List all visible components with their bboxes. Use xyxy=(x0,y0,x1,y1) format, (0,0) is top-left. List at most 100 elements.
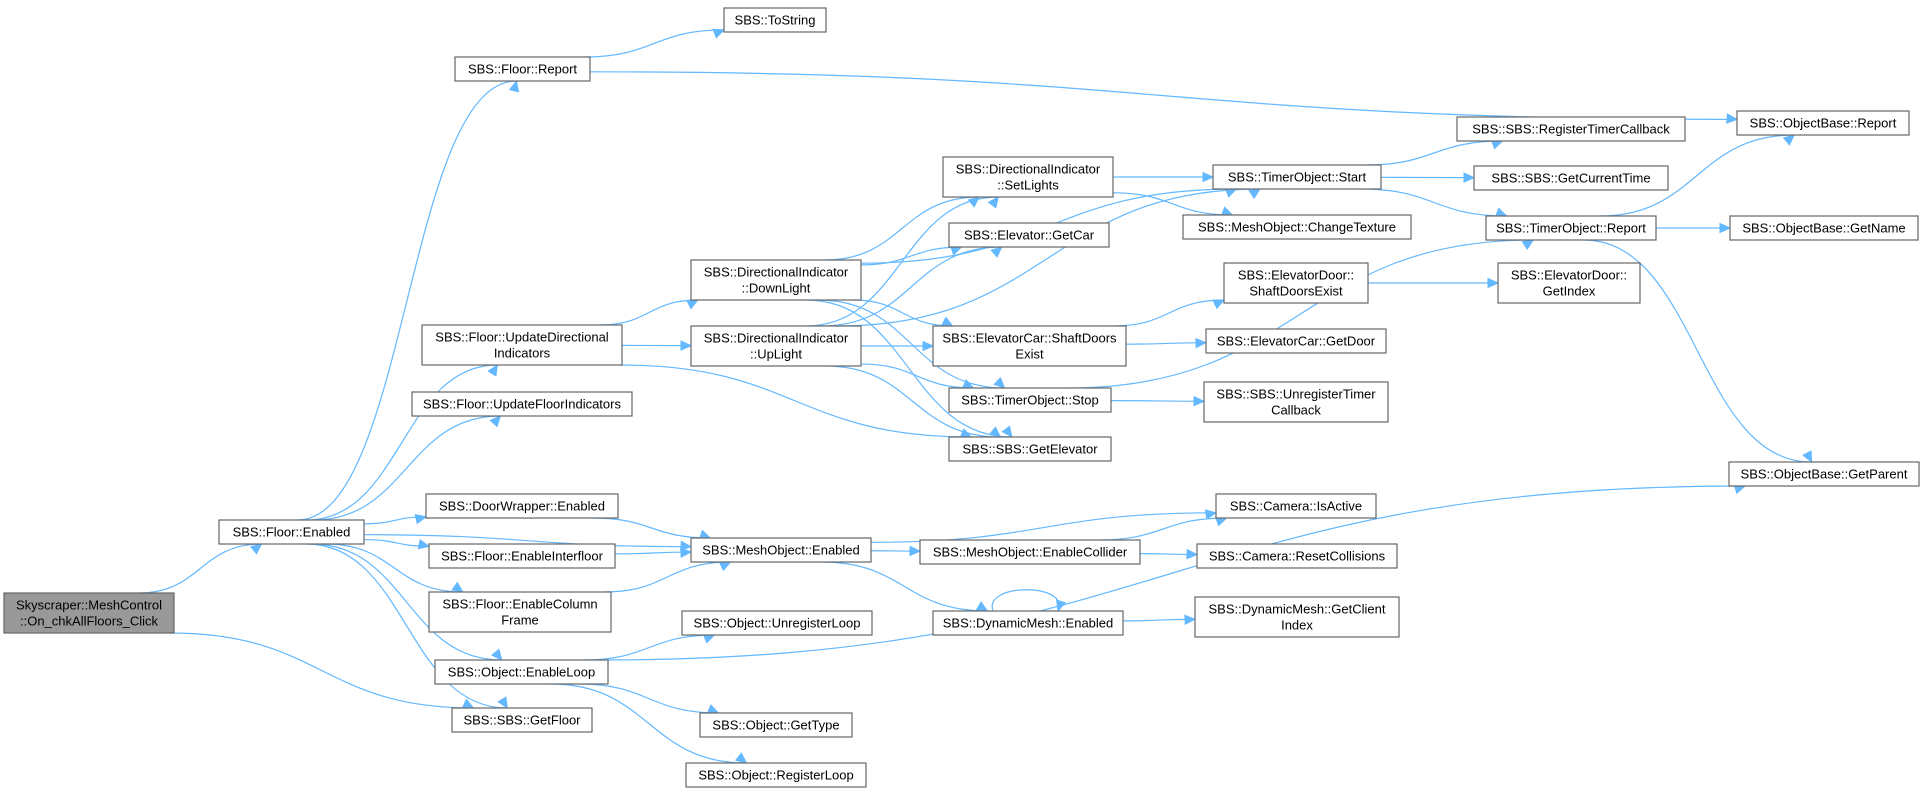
function-node-enable-collider[interactable]: SBS::MeshObject::EnableCollider xyxy=(919,539,1141,565)
function-node-ob-getparent[interactable]: SBS::ObjectBase::GetParent xyxy=(1728,461,1920,487)
call-edge-timer_stop-to-unregister_timer xyxy=(1110,395,1206,407)
node-box xyxy=(218,519,365,545)
function-node-change-texture[interactable]: SBS::MeshObject::ChangeTexture xyxy=(1182,214,1412,240)
function-node-floor-enabled[interactable]: SBS::Floor::Enabled xyxy=(218,519,365,545)
edge-arrowhead xyxy=(508,79,520,93)
call-edge-enable_loop-to-gettype xyxy=(579,683,720,714)
node-box xyxy=(1223,262,1369,304)
node-box xyxy=(723,7,827,33)
edge-arrowhead xyxy=(497,696,508,710)
function-node-tostring[interactable]: SBS::ToString xyxy=(723,7,827,33)
function-node-isactive[interactable]: SBS::Camera::IsActive xyxy=(1215,493,1377,519)
function-node-floor-report[interactable]: SBS::Floor::Report xyxy=(454,56,591,82)
function-node-getdoor[interactable]: SBS::ElevatorCar::GetDoor xyxy=(1205,328,1387,354)
edge-arrowhead xyxy=(1056,599,1067,613)
function-node-getcurrenttime[interactable]: SBS::SBS::GetCurrentTime xyxy=(1473,165,1669,191)
edge-arrowhead xyxy=(1782,134,1796,146)
node-label: SBS::Object::RegisterLoop xyxy=(698,768,853,783)
node-label: SBS::SBS::GetFloor xyxy=(463,713,581,728)
node-box xyxy=(1203,381,1389,423)
node-label: Frame xyxy=(501,613,539,628)
call-edge-enable_column-to-mesh_enabled xyxy=(604,561,732,593)
node-label: SBS::Floor::EnableColumn xyxy=(442,597,597,612)
edge-line xyxy=(604,561,731,593)
call-edge-floor_enabled-to-floor_report xyxy=(297,79,520,521)
function-node-getelevator[interactable]: SBS::SBS::GetElevator xyxy=(948,436,1112,462)
function-node-ob-report[interactable]: SBS::ObjectBase::Report xyxy=(1736,110,1910,136)
node-label: SBS::DirectionalIndicator xyxy=(704,331,849,346)
node-box xyxy=(1729,215,1919,241)
call-edge-enable_collider-to-reset_coll xyxy=(1139,548,1199,560)
call-edge-update_dir-to-downlight xyxy=(600,299,699,326)
function-node-uplight[interactable]: SBS::DirectionalIndicator::UpLight xyxy=(690,325,862,367)
function-node-getcar[interactable]: SBS::Elevator::GetCar xyxy=(948,222,1110,248)
edge-arrowhead xyxy=(987,196,999,209)
function-node-setlights[interactable]: SBS::DirectionalIndicator::SetLights xyxy=(942,156,1114,198)
node-label: SBS::DynamicMesh::GetClient xyxy=(1208,602,1385,617)
node-box xyxy=(1205,328,1387,354)
function-node-doorwrapper-enabled[interactable]: SBS::DoorWrapper::Enabled xyxy=(425,493,619,519)
node-box xyxy=(428,591,612,633)
node-box xyxy=(690,259,862,301)
edge-arrowhead xyxy=(940,316,954,327)
function-node-gettype[interactable]: SBS::Object::GetType xyxy=(699,712,853,738)
function-node-register-timer[interactable]: SBS::SBS::RegisterTimerCallback xyxy=(1456,116,1686,142)
function-node-root[interactable]: Skyscraper::MeshControl::On_chkAllFloors… xyxy=(3,592,175,634)
edge-line xyxy=(584,634,715,661)
edge-line xyxy=(1110,400,1205,402)
function-node-enable-interfloor[interactable]: SBS::Floor::EnableInterfloor xyxy=(428,543,616,569)
function-node-downlight[interactable]: SBS::DirectionalIndicator::DownLight xyxy=(690,259,862,301)
node-box xyxy=(1728,461,1920,487)
call-edge-enable_interfloor-to-mesh_enabled xyxy=(614,547,693,558)
function-node-door-shaftexist[interactable]: SBS::ElevatorDoor::ShaftDoorsExist xyxy=(1223,262,1369,304)
function-node-enable-loop[interactable]: SBS::Object::EnableLoop xyxy=(434,659,609,685)
node-label: SBS::Elevator::GetCar xyxy=(964,228,1095,243)
function-node-reset-coll[interactable]: SBS::Camera::ResetCollisions xyxy=(1196,543,1398,569)
node-label: Indicators xyxy=(494,346,551,361)
function-node-door-getindex[interactable]: SBS::ElevatorDoor::GetIndex xyxy=(1497,262,1641,304)
node-label: SBS::Camera::ResetCollisions xyxy=(1209,549,1386,564)
node-label: SBS::SBS::GetCurrentTime xyxy=(1491,171,1650,186)
edge-line xyxy=(837,188,1261,327)
call-edge-shaftdoors-to-getdoor xyxy=(1125,337,1208,349)
edge-line xyxy=(1114,299,1225,327)
function-node-timer-report[interactable]: SBS::TimerObject::Report xyxy=(1485,215,1657,241)
edge-line xyxy=(169,632,474,709)
edge-arrowhead xyxy=(1463,172,1476,183)
function-node-getfloor[interactable]: SBS::SBS::GetFloor xyxy=(451,707,593,733)
node-label: SBS::ObjectBase::GetName xyxy=(1742,221,1905,236)
node-box xyxy=(942,156,1114,198)
function-node-update-floor-ind[interactable]: SBS::Floor::UpdateFloorIndicators xyxy=(411,391,633,417)
function-node-mesh-enabled[interactable]: SBS::MeshObject::Enabled xyxy=(690,537,872,563)
function-node-shaftdoors[interactable]: SBS::ElevatorCar::ShaftDoorsExist xyxy=(932,325,1127,367)
function-node-unregister-loop[interactable]: SBS::Object::UnregisterLoop xyxy=(681,610,873,636)
call-edge-floor_enabled-to-update_dir xyxy=(306,363,498,521)
node-label: SBS::Floor::EnableInterfloor xyxy=(441,549,604,564)
node-label: SBS::TimerObject::Report xyxy=(1496,221,1646,236)
node-box xyxy=(1736,110,1910,136)
node-box xyxy=(1497,262,1641,304)
edge-arrowhead xyxy=(1212,299,1226,310)
node-label: SBS::TimerObject::Start xyxy=(1228,170,1367,185)
function-node-register-loop[interactable]: SBS::Object::RegisterLoop xyxy=(685,762,867,788)
node-box xyxy=(3,592,175,634)
function-node-timer-stop[interactable]: SBS::TimerObject::Stop xyxy=(948,387,1112,413)
node-label: SBS::Floor::Report xyxy=(468,62,577,77)
function-node-timer-start[interactable]: SBS::TimerObject::Start xyxy=(1212,164,1382,190)
call-edge-enable_collider-to-isactive xyxy=(1099,516,1228,541)
edge-arrowhead xyxy=(1248,188,1262,200)
function-node-dyn-enabled[interactable]: SBS::DynamicMesh::Enabled xyxy=(932,610,1124,636)
edge-arrowhead xyxy=(712,28,726,39)
node-label: SBS::ElevatorDoor:: xyxy=(1238,268,1354,283)
call-edge-uplight-to-setlights xyxy=(805,196,999,327)
call-edge-floor_enabled-to-enable_loop xyxy=(311,543,503,661)
node-label: ::SetLights xyxy=(997,178,1059,193)
node-box xyxy=(1473,165,1669,191)
node-label: SBS::Object::UnregisterLoop xyxy=(694,616,861,631)
edge-line xyxy=(313,415,501,521)
function-node-ob-getname[interactable]: SBS::ObjectBase::GetName xyxy=(1729,215,1919,241)
